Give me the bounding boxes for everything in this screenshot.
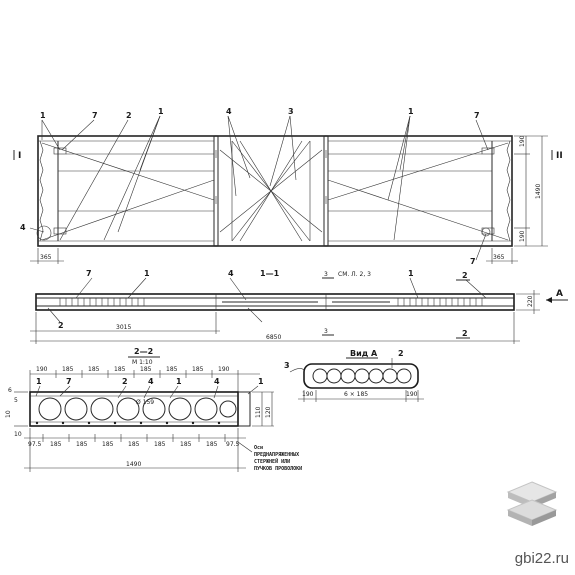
viewa-left-num-3: 3 [284, 361, 290, 370]
plan-callout-side-4: 4 [20, 223, 26, 232]
elevation-section-num-top: 3 [324, 271, 328, 278]
cube-stack-icon [506, 481, 558, 526]
elevation-cage-right [397, 298, 483, 306]
section-2-2: 2—2 М 1:10 190 185 185 185 185 185 185 1… [5, 347, 302, 472]
elevation-callout-1b: 1 [408, 269, 414, 278]
plan-callout-7a: 7 [92, 111, 98, 120]
section22-right-dim-120: 120 [265, 406, 272, 418]
section22-scale: М 1:10 [132, 359, 153, 366]
section22-note-line-3: СТЕРЖНЕЙ ИЛИ [254, 457, 290, 465]
section22-bottom-dim-7: 185 [180, 441, 192, 448]
elevation-outline [35, 293, 515, 311]
plan-callout-1c: 1 [408, 107, 414, 116]
elevation-view: 1—1 СМ. Л. 2, 3 3 3 [30, 269, 568, 344]
plan-callout-7b: 7 [474, 111, 480, 120]
plan-dim-right: 365 [493, 254, 505, 261]
elevation-section-num-bottom: 3 [324, 328, 328, 335]
elevation-callout-4: 4 [228, 269, 234, 278]
section-mark-right: II [556, 151, 563, 161]
section22-total-width: 1490 [126, 461, 141, 468]
section22-left-mark-10a: 10 [5, 410, 12, 418]
elevation-dim-total: 6850 [266, 334, 281, 341]
plan-outline [37, 135, 513, 247]
section22-bottom-dim-5: 185 [128, 441, 140, 448]
section22-rebar-dots [35, 421, 221, 425]
section22-top-dim-4: 185 [114, 366, 126, 373]
viewa-title: Вид А [350, 349, 378, 358]
section22-callout-4a: 4 [148, 377, 154, 386]
section22-bottom-dim-9: 97.5 [226, 441, 240, 448]
elevation-callout-7: 7 [86, 269, 92, 278]
section22-left-mark-6: 6 [8, 387, 12, 394]
section22-bottom-dim-8: 185 [206, 441, 218, 448]
section22-top-dim-1: 190 [36, 366, 48, 373]
elevation-section-ref: СМ. Л. 2, 3 [338, 271, 371, 278]
section22-callout-7: 7 [66, 377, 72, 386]
section22-note-line-2: ПРЕДНАПРЯЖЕННЫХ [254, 452, 299, 458]
site-url: gbi22.ru [514, 550, 569, 567]
section-mark-left: I [18, 151, 21, 161]
view-a: Вид А 2 3 190 6 × 185 190 [284, 349, 424, 402]
section22-bottom-dim-3: 185 [76, 441, 88, 448]
section22-bottom-dim-6: 185 [154, 441, 166, 448]
section22-top-dim-8: 190 [218, 366, 230, 373]
section22-right-dim-110: 110 [255, 406, 262, 418]
section22-callout-1b: 1 [176, 377, 182, 386]
viewa-dim-left: 190 [302, 391, 314, 398]
plan-view: 1 7 2 1 4 3 1 7 4 7 I II 190 190 1490 36… [13, 107, 563, 266]
plan-dim-height: 1490 [535, 184, 542, 199]
section22-note-line-4: ПУЧКОВ ПРОВОЛОКИ [254, 465, 302, 472]
viewa-holes [312, 368, 412, 384]
plan-panel-left [37, 135, 215, 247]
elevation-view-mark: A [556, 289, 563, 299]
plan-dim-right-top: 190 [519, 135, 526, 147]
viewa-outline [303, 363, 419, 389]
viewa-dim-middle: 6 × 185 [344, 391, 368, 398]
plan-callout-1b: 1 [158, 107, 164, 116]
section22-callout-4b: 4 [214, 377, 220, 386]
viewa-dim-right: 190 [406, 391, 418, 398]
section22-note-line-1: Оси [254, 445, 263, 451]
elevation-cage-left [59, 298, 145, 306]
plan-panel-middle [217, 135, 325, 247]
section22-left-mark-5: 5 [14, 397, 18, 404]
elevation-callout-2a: 2 [462, 271, 468, 280]
section22-callout-1a: 1 [36, 377, 42, 386]
section22-holes [38, 397, 237, 421]
elevation-dim-height: 220 [527, 295, 534, 307]
section22-bottom-dim-4: 185 [102, 441, 114, 448]
section22-bottom-dim-ticks [29, 428, 239, 472]
section22-outline [29, 391, 239, 427]
plan-callout-2: 2 [126, 111, 132, 120]
elevation-callout-2b: 2 [58, 321, 64, 330]
section22-top-dim-3: 185 [88, 366, 100, 373]
plan-callout-4: 4 [226, 107, 232, 116]
elevation-callout-1a: 1 [144, 269, 150, 278]
plan-dim-right-bottom: 190 [519, 230, 526, 242]
elevation-callout-2c: 2 [462, 329, 468, 338]
section22-bottom-dim-1: 97.5 [28, 441, 42, 448]
plan-callout-1a: 1 [40, 111, 46, 120]
section22-callout-2: 2 [122, 377, 128, 386]
plan-panel-right [327, 135, 513, 247]
elevation-dim-span: 3015 [116, 324, 131, 331]
plan-callout-side-7: 7 [470, 257, 476, 266]
section22-hole-label: Ø 159 [136, 399, 154, 406]
section22-left-mark-10b: 10 [14, 431, 22, 438]
section22-top-dim-2: 185 [62, 366, 74, 373]
section22-top-dim-ticks [29, 370, 239, 392]
plan-callout-3: 3 [288, 107, 294, 116]
section22-title: 2—2 [134, 347, 153, 356]
plan-dim-left: 365 [40, 254, 52, 261]
elevation-title: 1—1 [260, 269, 280, 278]
section22-top-dim-6: 185 [166, 366, 178, 373]
viewa-callout-2: 2 [398, 349, 404, 358]
section22-top-dim-7: 185 [192, 366, 204, 373]
section22-top-dim-5: 185 [140, 366, 152, 373]
section22-bottom-dim-2: 185 [50, 441, 62, 448]
section22-callout-1c: 1 [258, 377, 264, 386]
